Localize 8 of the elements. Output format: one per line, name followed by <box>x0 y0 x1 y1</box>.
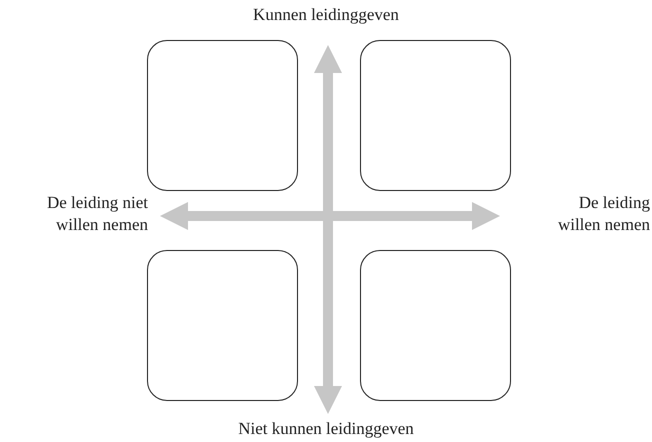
axis-label: Niet kunnen leidinggeven <box>238 418 414 440</box>
quadrant-box <box>360 40 511 191</box>
quadrant-box <box>147 250 298 401</box>
axis-label: De leiding willen nemen <box>556 192 650 236</box>
axis-label: Kunnen leidinggeven <box>253 4 399 26</box>
quadrant-box <box>147 40 298 191</box>
axis-label: De leiding niet willen nemen <box>46 192 148 236</box>
quadrant-box <box>360 250 511 401</box>
